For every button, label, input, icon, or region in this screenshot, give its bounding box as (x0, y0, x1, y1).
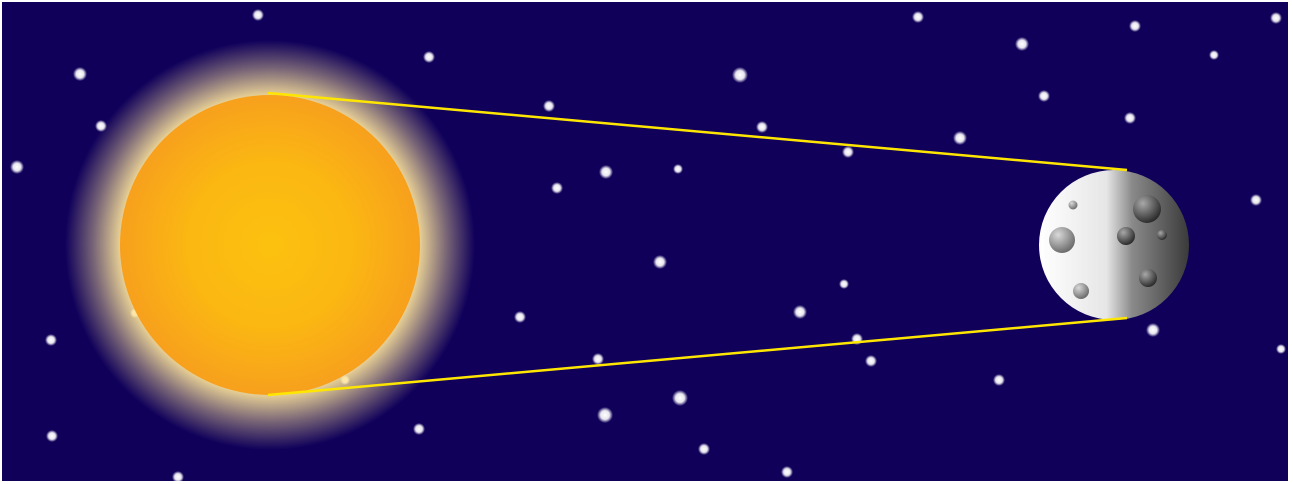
sun (65, 40, 475, 450)
moon-crater (1049, 227, 1075, 253)
star (413, 423, 425, 435)
star (514, 311, 526, 323)
moon-crater (1139, 269, 1157, 287)
star (732, 67, 748, 83)
star (993, 374, 1005, 386)
star (73, 67, 87, 81)
star (1124, 112, 1136, 124)
star (1015, 37, 1029, 51)
moon-crater (1117, 227, 1135, 245)
moon-crater (1157, 230, 1167, 240)
moon-crater (1069, 201, 1078, 210)
star (592, 353, 604, 365)
star (1146, 323, 1160, 337)
star (1276, 344, 1286, 354)
star (1209, 50, 1219, 60)
star (1270, 12, 1282, 24)
sun-disc (120, 95, 420, 395)
star (423, 51, 435, 63)
star (551, 182, 563, 194)
star (1129, 20, 1141, 32)
star (672, 390, 688, 406)
star (46, 430, 58, 442)
star (597, 407, 613, 423)
star (839, 279, 849, 289)
star (10, 160, 24, 174)
moon-crater (1073, 283, 1089, 299)
moon-crater (1133, 195, 1161, 223)
star (865, 355, 877, 367)
star (842, 146, 854, 158)
star (599, 165, 613, 179)
star (1038, 90, 1050, 102)
star (912, 11, 924, 23)
star (953, 131, 967, 145)
moon (1039, 170, 1189, 320)
star (781, 466, 793, 478)
star (252, 9, 264, 21)
star (793, 305, 807, 319)
star (45, 334, 57, 346)
star (543, 100, 555, 112)
star (698, 443, 710, 455)
star (1250, 194, 1262, 206)
star (673, 164, 683, 174)
star (756, 121, 768, 133)
star (653, 255, 667, 269)
